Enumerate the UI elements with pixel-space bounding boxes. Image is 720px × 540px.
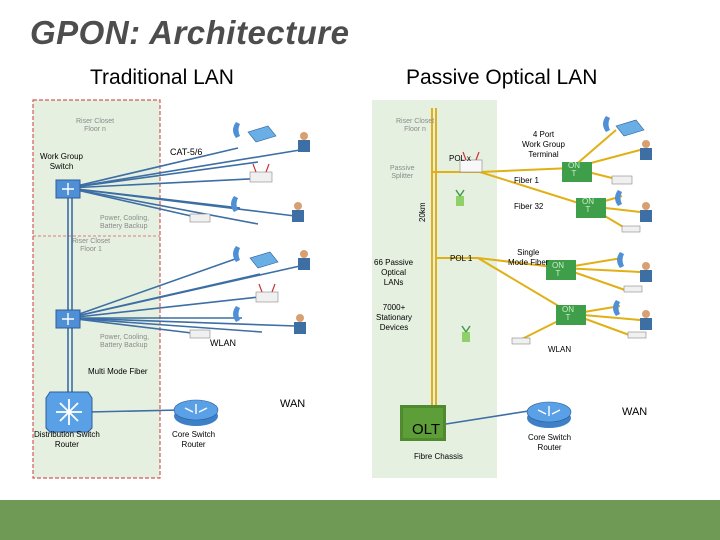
splitter-icon <box>461 325 471 342</box>
core-link-right <box>445 409 536 425</box>
splitter-icon <box>459 151 483 173</box>
ont-icon <box>562 162 592 182</box>
riser-closet-label: Riser Closet Floor 1 <box>72 238 111 253</box>
fibre-chassis-label: Fibre Chassis <box>414 452 463 461</box>
workgroup-switch-icon <box>247 125 277 143</box>
copper-line <box>67 317 297 327</box>
copper-line <box>67 265 301 319</box>
wireless-access-point-icon <box>255 283 279 303</box>
workgroup-switch-icon <box>249 251 279 269</box>
riser-closet-label: Riser Closet Floor n <box>76 118 115 133</box>
distribution-switch-icon <box>45 391 93 433</box>
splitter-icon <box>455 189 465 206</box>
desktop-user-icon <box>294 314 306 334</box>
work-group-switch-label: Work Group Switch <box>40 152 83 171</box>
fiber-line <box>477 257 573 315</box>
olt-chassis-icon <box>400 405 446 441</box>
copper-line <box>67 149 301 189</box>
distribution-switch-label: Distribution Switch Router <box>34 430 100 449</box>
olt-label: OLT <box>412 421 441 438</box>
multimode-fiber-label: Multi Mode Fiber <box>88 367 148 376</box>
desktop-user-icon <box>640 140 652 160</box>
workgroup-switch-icon <box>615 119 645 137</box>
ont-label: ON T <box>562 305 574 322</box>
pol-x-label: POL x <box>449 154 471 163</box>
desktop-user-icon <box>292 202 304 222</box>
wireless-access-point-icon <box>249 163 273 183</box>
copper-line <box>67 161 259 189</box>
copper-line <box>67 295 269 319</box>
core-switch-label: Core Switch Router <box>528 433 572 452</box>
fiber-line <box>571 129 617 169</box>
ip-phone-icon <box>613 300 620 316</box>
passive-splitter-label: Passive Splitter <box>390 165 415 180</box>
wlan-label: WLAN <box>210 338 237 348</box>
wireless-access-point-icon <box>189 213 211 223</box>
ip-phone-icon <box>233 122 240 138</box>
header-passive-optical-lan: Passive Optical LAN <box>406 66 598 89</box>
workgroup-switch-icon <box>55 179 81 199</box>
single-mode-fiber-label: Single Mode Fiber <box>508 248 549 267</box>
ip-phone-icon <box>231 196 238 212</box>
wireless-access-point-icon <box>189 329 211 339</box>
wireless-access-point-icon <box>621 225 641 233</box>
copper-line <box>67 317 201 335</box>
desktop-user-icon <box>298 132 310 152</box>
fiber-32-label: Fiber 32 <box>514 202 544 211</box>
copper-line <box>67 187 296 217</box>
ip-phone-icon <box>615 190 622 206</box>
copper-line <box>67 187 259 225</box>
ont-icon <box>556 305 586 325</box>
power-cooling-label: Power, Cooling, Battery Backup <box>100 215 150 230</box>
core-switch-label: Core Switch Router <box>172 430 216 449</box>
ont-icon <box>576 198 606 218</box>
four-port-terminal-label: 4 Port Work Group Terminal <box>522 130 565 159</box>
ont-label: ON T <box>568 161 580 178</box>
ont-label: ON T <box>552 261 564 278</box>
stationary-devices-label: 7000+ Stationary Devices <box>376 303 413 332</box>
cat-cable-label: CAT-5/6 <box>170 147 203 157</box>
fiber-line <box>479 171 589 207</box>
desktop-user-icon <box>640 262 652 282</box>
passive-lans-label: 66 Passive Optical LANs <box>374 258 414 287</box>
core-link-left <box>87 409 181 413</box>
ont-icon <box>546 260 576 280</box>
twenty-km-label: 20km <box>418 202 427 222</box>
power-cooling-label: Power, Cooling, Battery Backup <box>100 334 150 349</box>
ip-phone-icon <box>233 306 240 322</box>
fiber-line <box>479 167 573 173</box>
copper-line <box>67 177 269 189</box>
ip-phone-icon <box>617 252 624 268</box>
desktop-user-icon <box>640 202 652 222</box>
copper-line <box>67 257 239 319</box>
fiber-1-label: Fiber 1 <box>514 176 539 185</box>
header-traditional-lan: Traditional LAN <box>90 66 234 89</box>
ip-phone-icon <box>603 116 610 132</box>
wireless-access-point-icon <box>511 337 531 345</box>
slide-title: GPON: Architecture <box>30 14 350 51</box>
router-icon <box>526 401 572 428</box>
copper-line <box>67 187 201 219</box>
pol-1-label: POL 1 <box>450 254 473 263</box>
wan-label: WAN <box>622 406 648 418</box>
router-icon <box>173 399 219 426</box>
riser-closet-label: Riser Closet Floor n <box>396 118 435 133</box>
copper-line <box>67 317 263 333</box>
copper-line <box>67 147 239 189</box>
ont-label: ON T <box>582 197 594 214</box>
desktop-user-icon <box>298 250 310 270</box>
wlan-label: WLAN <box>548 345 572 354</box>
desktop-user-icon <box>640 310 652 330</box>
wireless-access-point-icon <box>627 331 647 339</box>
wan-label: WAN <box>280 398 306 410</box>
ip-phone-icon <box>233 246 240 262</box>
footer-bar <box>0 500 720 540</box>
workgroup-switch-icon <box>55 309 81 329</box>
wireless-access-point-icon <box>623 285 643 293</box>
wireless-access-point-icon <box>611 175 633 185</box>
